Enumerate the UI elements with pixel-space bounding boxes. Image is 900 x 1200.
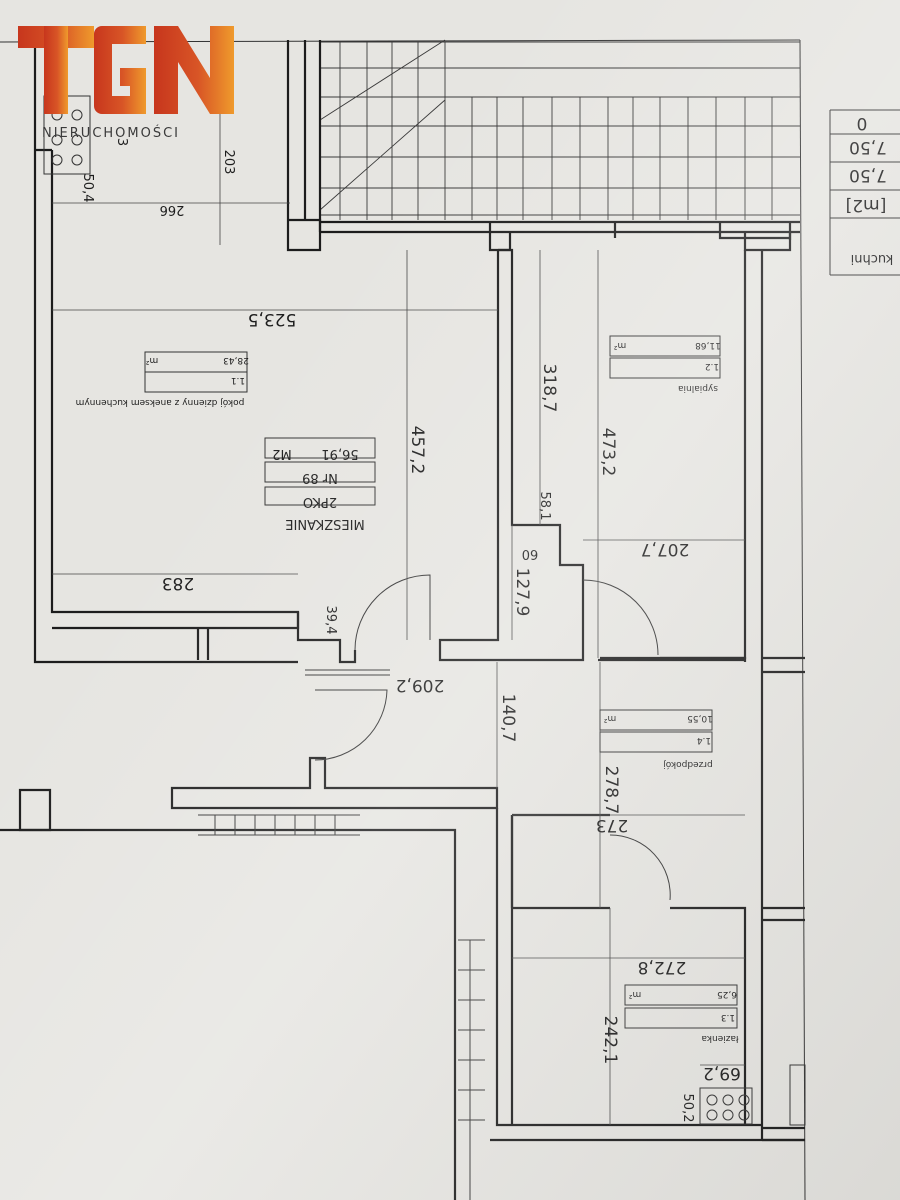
dim-283: 283	[162, 573, 194, 593]
dim-266: 266	[160, 202, 185, 217]
side-table-r0: 0	[857, 113, 868, 133]
radiator	[198, 814, 806, 1200]
side-table-r3: [m2]	[846, 195, 887, 215]
bath-area: 6,25	[717, 989, 737, 999]
exterior-wall	[286, 40, 800, 252]
bath-index: 1.3	[721, 1012, 735, 1022]
dimension-labels: 50,4 3 203 266 523,5 457,2 318,7 473,2 5…	[80, 138, 741, 1123]
dim-209-2: 209,2	[396, 675, 445, 695]
label-boxes	[144, 335, 738, 1029]
living-room-area: 28,43	[223, 355, 249, 365]
bedroom-unit: m²	[613, 340, 626, 350]
bedroom-area: 11,68	[695, 340, 721, 350]
dim-50-2: 50,2	[680, 1094, 695, 1123]
hall-index: 1.4	[697, 735, 712, 745]
hall-unit: m²	[603, 713, 616, 723]
dim-278-7: 278,7	[601, 766, 621, 815]
apartment-area-unit: M2	[272, 446, 292, 461]
living-room-index: 1.1	[231, 375, 245, 385]
apartment-label: MIESZKANIE 2PKO Nr 89 56,91 M2	[272, 446, 364, 531]
logo-mark	[18, 26, 234, 114]
interior-walls	[0, 40, 805, 1200]
dim-69-2: 69,2	[703, 1063, 741, 1083]
stove-bathroom	[699, 1087, 753, 1125]
dim-523-5: 523,5	[248, 309, 297, 329]
apartment-area: 56,91	[321, 446, 358, 461]
bedroom-name: sypialnia	[678, 383, 718, 393]
dim-50-4: 50,4	[80, 174, 95, 203]
bath-name: łazienka	[701, 1033, 738, 1043]
dim-273: 273	[596, 815, 628, 835]
tgn-logo	[18, 26, 234, 114]
side-table-labels: 0 7,50 7,50 [m2] kuchni	[846, 113, 894, 266]
dim-3: 3	[114, 138, 129, 146]
dim-207-7: 207,7	[641, 539, 690, 559]
apartment-title: MIESZKANIE	[285, 516, 364, 531]
dim-318-7: 318,7	[539, 364, 559, 413]
balcony-tiles	[319, 39, 800, 220]
bath-unit: m²	[628, 989, 641, 999]
apartment-number: Nr 89	[302, 470, 338, 485]
dim-242-1: 242,1	[600, 1016, 620, 1065]
side-table	[829, 109, 900, 276]
door-swings	[305, 574, 671, 901]
dim-457-2: 457,2	[407, 426, 427, 475]
hall-name: przedpokój	[663, 759, 713, 770]
side-table-r4: kuchni	[851, 251, 894, 266]
side-table-r1: 7,50	[849, 137, 887, 157]
dim-473-2: 473,2	[598, 428, 618, 477]
dim-140-7: 140,7	[498, 694, 518, 743]
bedroom-index: 1.2	[705, 361, 719, 371]
dimension-lines	[52, 70, 745, 1125]
living-room-label: pokój dzienny z aneksem kuchennym 1.1 28…	[76, 355, 249, 408]
hall-label: przedpokój 1.4 10,55 m²	[603, 713, 712, 770]
living-room-name: pokój dzienny z aneksem kuchennym	[76, 397, 245, 408]
dim-60: 60	[522, 546, 539, 561]
side-table-r2: 7,50	[849, 165, 887, 185]
dim-203: 203	[221, 150, 236, 175]
dim-58-1: 58,1	[537, 492, 552, 521]
dim-272-8: 272,8	[638, 957, 687, 977]
logo-subtitle: NIERUCHOMOŚCI	[42, 126, 181, 141]
dim-39-4: 39,4	[323, 606, 338, 635]
dim-127-9: 127,9	[512, 568, 532, 617]
bedroom-label: sypialnia 1.2 11,68 m²	[613, 340, 720, 393]
hall-area: 10,55	[687, 713, 713, 723]
sheet-border-right	[799, 39, 806, 1200]
bathroom-label: łazienka 1.3 6,25 m²	[628, 989, 738, 1043]
apartment-rooms: 2PKO	[303, 494, 337, 509]
living-room-unit: m²	[145, 355, 158, 365]
